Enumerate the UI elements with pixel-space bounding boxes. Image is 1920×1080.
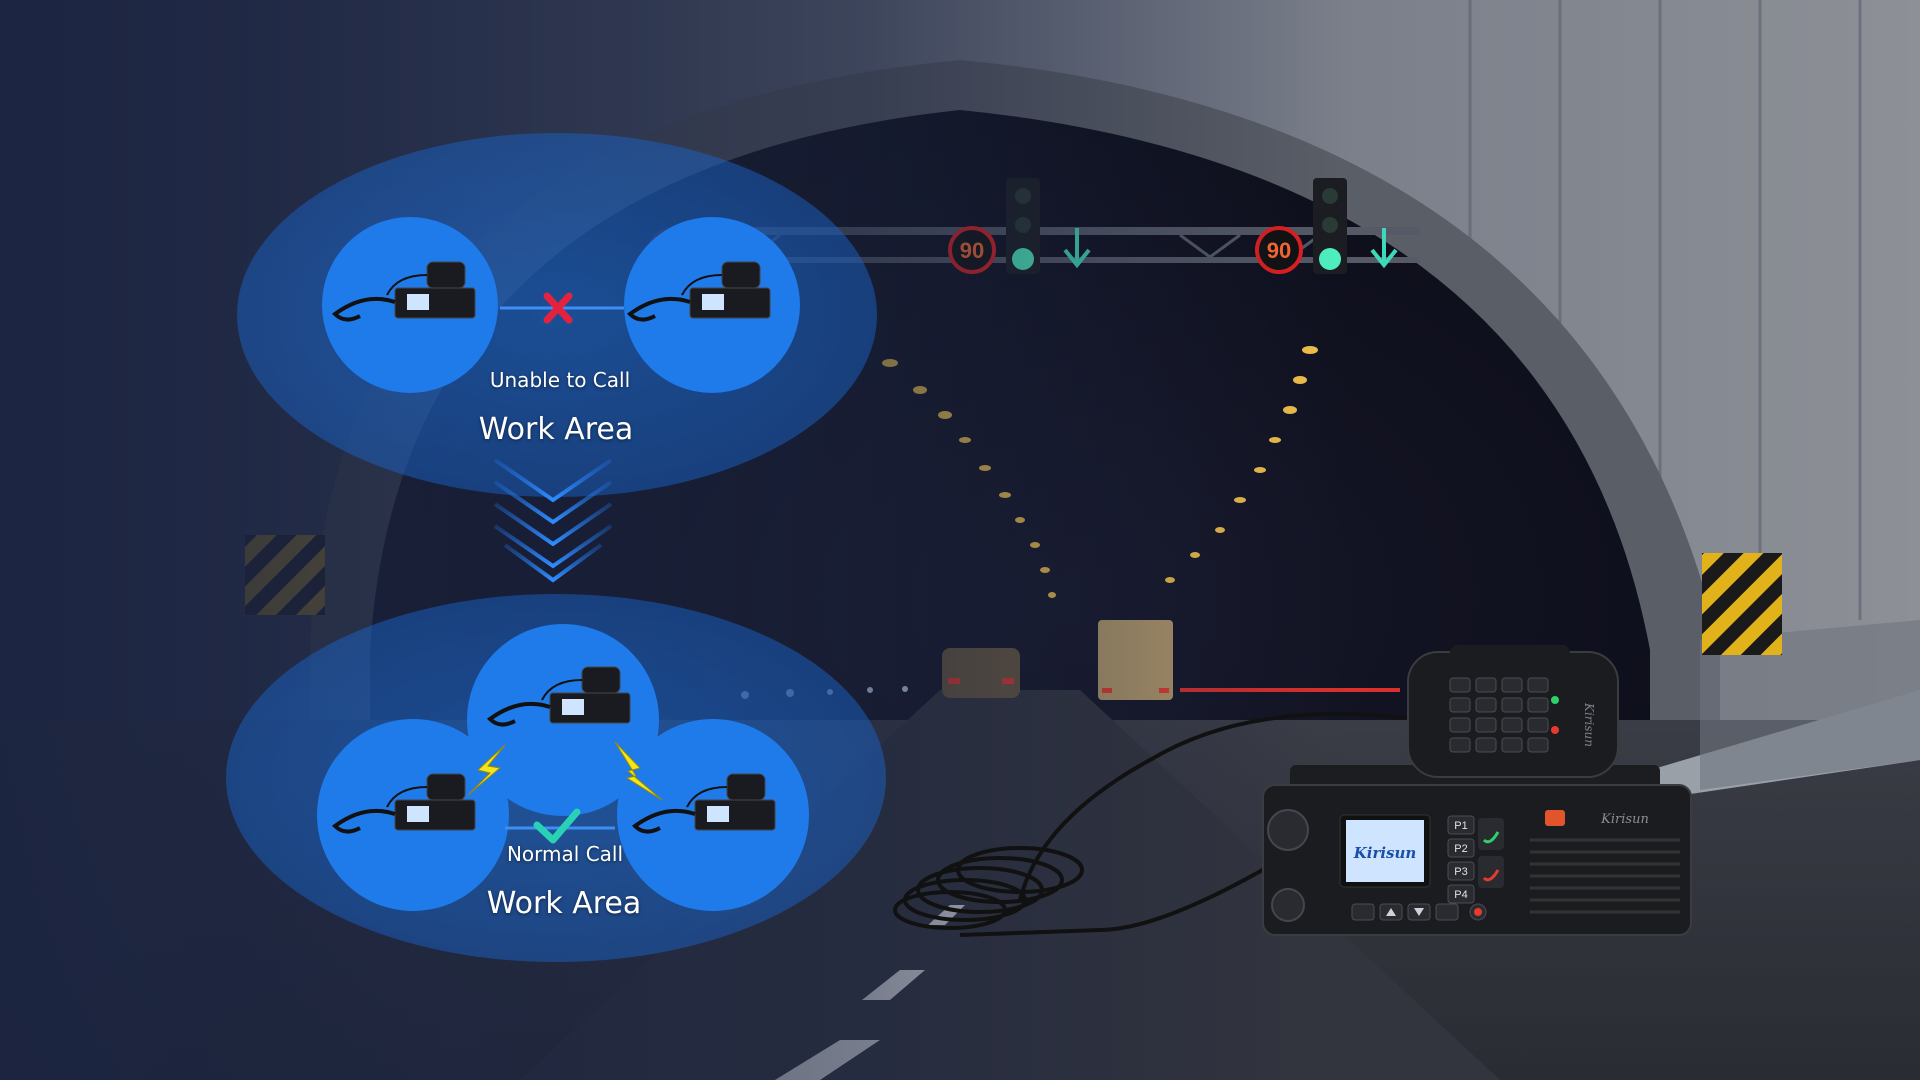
p-button-label: P1 — [1454, 820, 1467, 832]
radio-body-brand: Kirisun — [1600, 812, 1649, 827]
area-label-top: Work Area — [478, 412, 634, 447]
mic-call-icon — [1551, 696, 1559, 704]
check-icon — [533, 808, 581, 844]
lightning-icon — [467, 741, 663, 801]
mic-key[interactable] — [1475, 717, 1497, 733]
radio-screen-brand: Kirisun — [1353, 844, 1417, 862]
p-button-p2[interactable]: P2 — [1447, 838, 1475, 858]
mic-key[interactable] — [1527, 697, 1549, 713]
mic-key[interactable] — [1527, 717, 1549, 733]
mic-key[interactable] — [1501, 717, 1523, 733]
mic-key[interactable] — [1475, 737, 1497, 753]
mini-radio-icon — [331, 261, 476, 322]
mic-key[interactable] — [1449, 697, 1471, 713]
p-button-p4[interactable]: P4 — [1447, 884, 1475, 904]
cross-icon — [543, 292, 573, 324]
mic-brand: Kirisun — [1582, 702, 1596, 747]
mini-radio-icon — [486, 666, 631, 727]
mic-key[interactable] — [1501, 697, 1523, 713]
radio-microphone: Kirisun — [1407, 645, 1619, 778]
chevron-down-icon — [493, 458, 613, 583]
mini-radio-icon — [631, 773, 776, 834]
mini-radio-icon — [626, 261, 771, 322]
mic-key[interactable] — [1475, 697, 1497, 713]
mic-key[interactable] — [1449, 717, 1471, 733]
volume-knob[interactable] — [1267, 809, 1309, 851]
p-button-label: P3 — [1454, 866, 1467, 878]
mic-key[interactable] — [1475, 677, 1497, 693]
p-button-label: P2 — [1454, 843, 1467, 855]
mic-key[interactable] — [1527, 737, 1549, 753]
area-label-bottom: Work Area — [486, 886, 642, 921]
mic-key[interactable] — [1527, 677, 1549, 693]
speaker-grille — [1530, 838, 1680, 914]
mic-key[interactable] — [1449, 677, 1471, 693]
status-label-top: Unable to Call — [489, 368, 631, 392]
mic-end-icon — [1551, 726, 1559, 734]
emergency-button[interactable] — [1545, 810, 1565, 826]
radio-microphone-cable — [893, 711, 1409, 937]
status-label-bottom: Normal Call — [506, 842, 624, 866]
p-button-p3[interactable]: P3 — [1447, 861, 1475, 881]
power-icon[interactable] — [1474, 908, 1482, 916]
mic-key[interactable] — [1501, 737, 1523, 753]
mic-jack — [1271, 888, 1305, 922]
mic-key[interactable] — [1501, 677, 1523, 693]
mic-key[interactable] — [1449, 737, 1471, 753]
p-button-p1[interactable]: P1 — [1447, 815, 1475, 835]
p-button-label: P4 — [1454, 889, 1467, 901]
call-accept-icon[interactable] — [1478, 818, 1504, 850]
mini-radio-icon — [331, 773, 476, 834]
call-end-icon[interactable] — [1478, 856, 1504, 888]
